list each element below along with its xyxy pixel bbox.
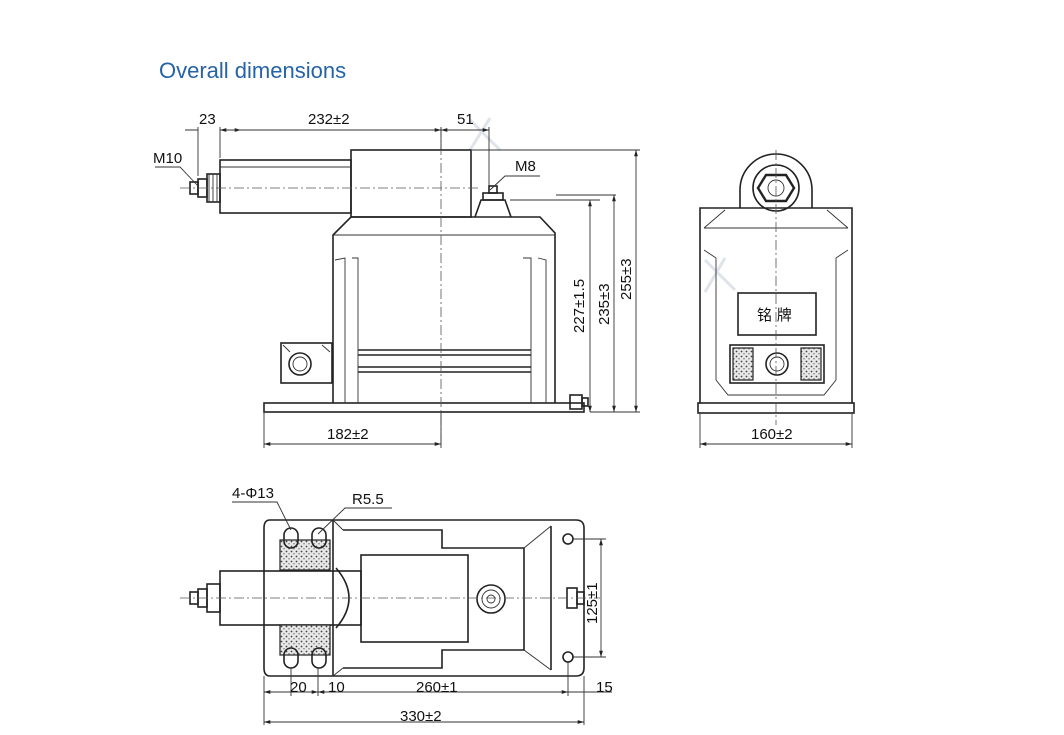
hatched-pad-bottom [279, 624, 331, 656]
side-dimensions: 160±2 [699, 413, 853, 448]
label-m8: M8 [515, 158, 536, 175]
front-base-plate [263, 402, 585, 413]
label-holes: 4-Φ13 [232, 485, 274, 502]
dim-15: 15 [596, 679, 613, 696]
dim-227: 227±1.5 [571, 279, 588, 333]
front-top-block [350, 149, 472, 218]
label-radius: R5.5 [352, 491, 384, 508]
dim-235: 235±3 [596, 283, 613, 325]
dim-125: 125±1 [584, 582, 601, 624]
nameplate-label: 铭 牌 [757, 306, 792, 324]
m8-terminal [474, 185, 512, 218]
page-title: Overall dimensions [159, 58, 347, 83]
dim-20: 20 [290, 679, 307, 696]
dim-182: 182±2 [327, 426, 369, 443]
front-cylinder [219, 159, 352, 214]
dim-10: 10 [328, 679, 345, 696]
front-ground-block [280, 342, 333, 384]
dim-51: 51 [457, 111, 474, 128]
side-view: 铭 牌 [697, 150, 855, 425]
nameplate [737, 292, 817, 336]
top-dimensions: 4-Φ13 R5.5 20 10 260±1 15 330±2 125±1 [232, 485, 613, 725]
top-view [180, 519, 600, 677]
watermark [468, 117, 737, 293]
label-m10: M10 [153, 150, 182, 167]
front-view [180, 127, 589, 445]
dim-232: 232±2 [308, 111, 350, 128]
dim-255: 255±3 [618, 258, 635, 300]
dim-330: 330±2 [400, 708, 442, 725]
dim-23: 23 [199, 111, 216, 128]
dim-260: 260±1 [416, 679, 458, 696]
front-dimensions: 23 232±2 51 M10 M8 227±1.5 235±3 255±3 1… [153, 111, 640, 448]
side-ground-block [729, 344, 825, 384]
front-main-body [332, 216, 556, 403]
hatched-pad-top [279, 539, 331, 571]
top-base-plate [263, 519, 585, 677]
dim-160: 160±2 [751, 426, 793, 443]
top-bushing-housing [360, 554, 469, 643]
top-insulator [476, 584, 506, 614]
front-ground-bolt [569, 394, 589, 410]
